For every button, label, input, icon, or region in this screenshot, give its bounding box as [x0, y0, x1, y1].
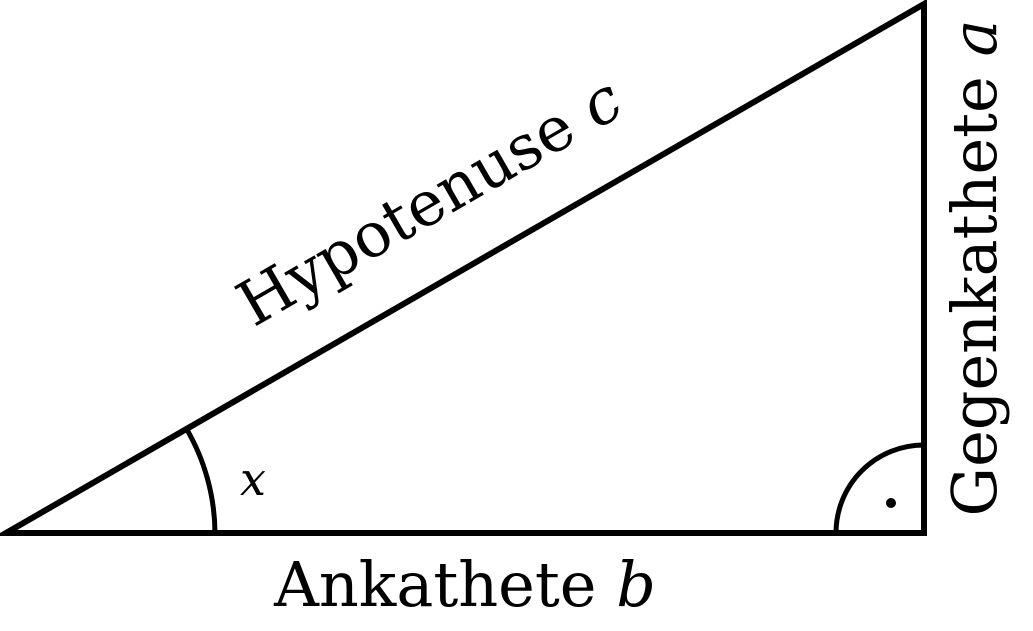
triangle-outline — [0, 0, 927, 536]
angle-arc-x — [183, 426, 218, 534]
right-angle-arc — [833, 442, 925, 534]
right-angle-dot — [886, 498, 896, 508]
opposite-text: Gegenkathete — [938, 76, 1011, 516]
opposite-var: a — [938, 20, 1011, 57]
adjacent-var: b — [616, 548, 656, 621]
adjacent-text: Ankathete — [273, 548, 596, 621]
hypotenuse-label: Hypotenuse c — [225, 62, 634, 340]
angle-label: x — [240, 452, 266, 506]
adjacent-label: Ankathete b — [273, 548, 656, 621]
opposite-label: Gegenkathete a — [938, 20, 1011, 517]
